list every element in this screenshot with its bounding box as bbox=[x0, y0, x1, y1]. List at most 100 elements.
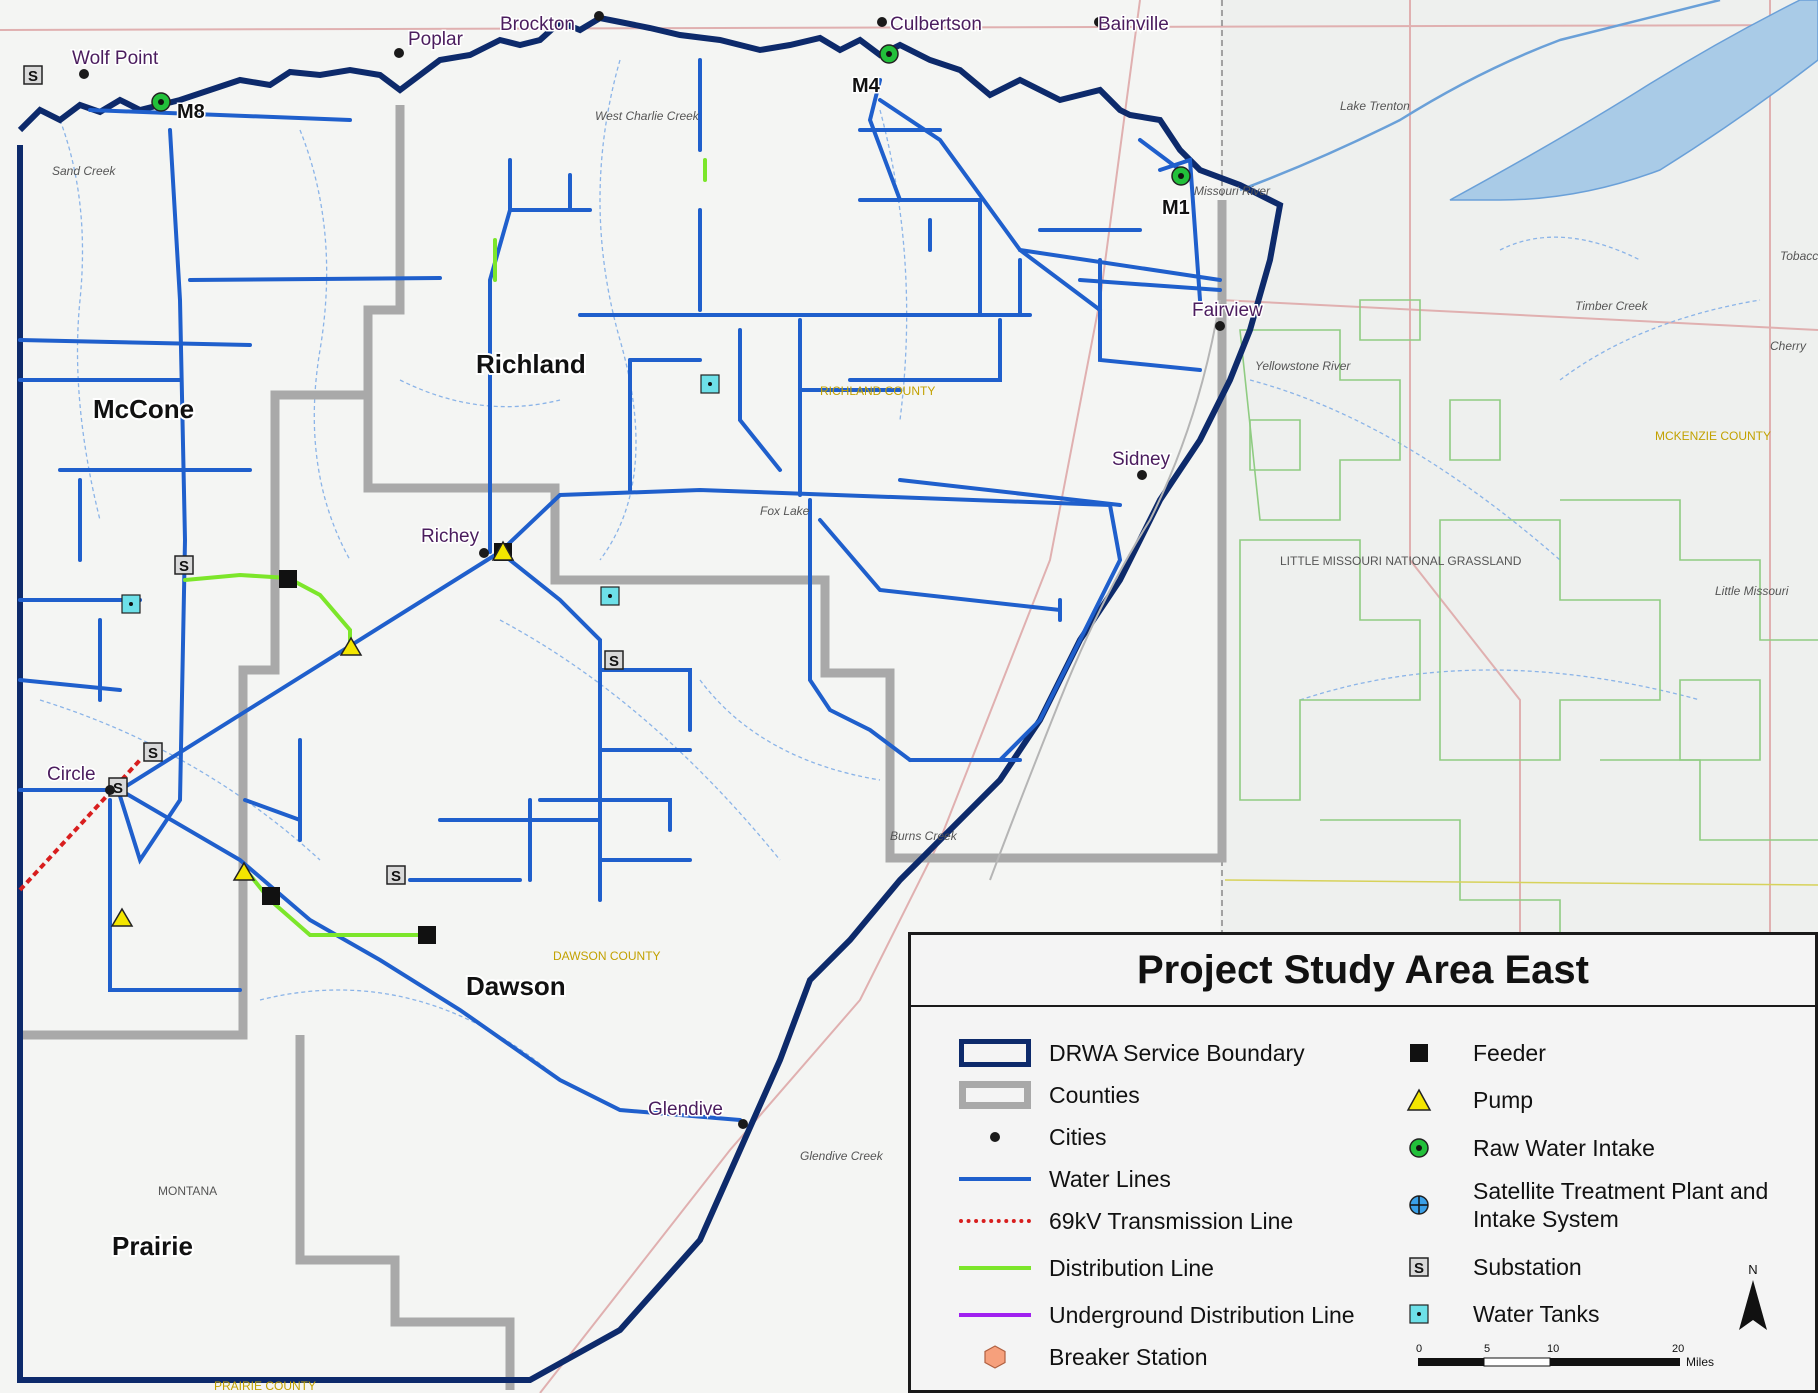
city-bainville: Bainville bbox=[1098, 14, 1169, 35]
intake-circle bbox=[151, 92, 171, 112]
legend-item-counties: Counties bbox=[955, 1075, 1140, 1115]
pump-triangle bbox=[339, 636, 363, 656]
substation-s-icon: S bbox=[1379, 1247, 1459, 1287]
water-tank bbox=[700, 374, 720, 394]
legend-item-pump: Pump bbox=[1379, 1080, 1533, 1120]
city-glendive: Glendive bbox=[648, 1099, 723, 1120]
legend-item-feeder: Feeder bbox=[1379, 1033, 1546, 1073]
svg-text:S: S bbox=[391, 868, 401, 885]
legend-label: Feeder bbox=[1473, 1040, 1546, 1066]
legend-item-boundary: DRWA Service Boundary bbox=[955, 1033, 1305, 1073]
raw-water-intakes bbox=[151, 44, 1191, 186]
county-labels: McCone Richland Dawson Prairie bbox=[91, 347, 588, 1263]
city-dots bbox=[79, 11, 1225, 1129]
fox-lake-label: Fox Lake bbox=[760, 504, 810, 518]
counties-swatch bbox=[955, 1075, 1035, 1115]
legend-label: Water Tanks bbox=[1473, 1301, 1600, 1327]
transmission-line-swatch bbox=[955, 1201, 1035, 1241]
prairie-county-label: PRAIRIE COUNTY bbox=[214, 1379, 316, 1393]
water-tank bbox=[121, 594, 141, 614]
svg-text:S: S bbox=[148, 745, 158, 762]
legend-label: Raw Water Intake bbox=[1473, 1135, 1655, 1161]
north-arrow: N bbox=[1733, 1260, 1773, 1335]
city-dot-icon bbox=[955, 1117, 1035, 1157]
sand-creek-label: Sand Creek bbox=[52, 164, 116, 178]
grassland-label: LITTLE MISSOURI NATIONAL GRASSLAND bbox=[1280, 554, 1522, 568]
boundary-swatch bbox=[955, 1033, 1035, 1073]
county-richland: Richland bbox=[476, 349, 586, 379]
intake-circle bbox=[879, 44, 899, 64]
intake-label-m4: M4 bbox=[852, 75, 881, 97]
legend-item-transmission: 69kV Transmission Line bbox=[955, 1201, 1293, 1241]
richland-county-label: RICHLAND COUNTY bbox=[820, 384, 935, 398]
intake-circle-icon bbox=[1379, 1128, 1459, 1168]
substation-s: S bbox=[174, 555, 194, 575]
pump-triangle bbox=[491, 540, 515, 561]
underground-line-swatch bbox=[955, 1295, 1035, 1335]
county-line-east bbox=[1224, 879, 1818, 886]
legend-item-water-tanks: Water Tanks bbox=[1379, 1294, 1600, 1334]
county-dawson: Dawson bbox=[466, 971, 566, 1001]
water-line-swatch bbox=[955, 1159, 1035, 1199]
mckenzie-county-label: MCKENZIE COUNTY bbox=[1655, 429, 1771, 443]
county-boundaries bbox=[20, 105, 1227, 1390]
legend-label: Satellite Treatment Plant and Intake Sys… bbox=[1473, 1178, 1769, 1232]
city-brockton: Brockton bbox=[500, 14, 575, 35]
little-missouri-label: Little Missouri bbox=[1715, 584, 1789, 598]
distribution-lines bbox=[183, 158, 707, 937]
svg-text:S: S bbox=[609, 653, 619, 670]
tobacco-creek-label: Tobacco bbox=[1780, 249, 1818, 263]
water-lines bbox=[18, 58, 1222, 1122]
pump-triangle bbox=[110, 907, 134, 927]
north-label: N bbox=[1748, 1262, 1757, 1277]
feeder-square bbox=[279, 570, 297, 588]
substations: S S S S S S bbox=[23, 65, 624, 885]
feeder-square bbox=[262, 887, 280, 905]
treatment-plant-icon bbox=[1379, 1185, 1459, 1225]
svg-text:S: S bbox=[179, 558, 189, 575]
substation-s: S bbox=[23, 65, 43, 85]
intake-circle bbox=[1171, 166, 1191, 186]
svg-text:S: S bbox=[113, 780, 123, 797]
west-charlie-creek-label: West Charlie Creek bbox=[595, 109, 700, 123]
pump-triangle-icon bbox=[1379, 1080, 1459, 1120]
feeder-square bbox=[418, 926, 436, 944]
missouri-river-east bbox=[1239, 0, 1721, 192]
intake-label-m1: M1 bbox=[1162, 197, 1190, 219]
feeder-square-icon bbox=[1379, 1033, 1459, 1073]
county-prairie: Prairie bbox=[112, 1231, 193, 1261]
timber-creek-label: Timber Creek bbox=[1575, 299, 1649, 313]
burns-creek-label: Burns Creek bbox=[890, 829, 958, 843]
intake-labels: M8 M4 M1 bbox=[176, 74, 1192, 221]
dawson-county-label: DAWSON COUNTY bbox=[553, 949, 661, 963]
legend-label: Substation bbox=[1473, 1254, 1582, 1280]
streams bbox=[39, 59, 1761, 1081]
legend-label: Breaker Station bbox=[1049, 1344, 1208, 1370]
city-labels: Wolf Point Poplar Brockton Culbertson Ba… bbox=[46, 13, 1265, 1122]
grassland bbox=[1239, 299, 1818, 935]
intake-label-m8: M8 bbox=[177, 101, 205, 123]
svg-text:S: S bbox=[1414, 1260, 1424, 1277]
legend-item-water-lines: Water Lines bbox=[955, 1159, 1171, 1199]
legend-label: Pump bbox=[1473, 1087, 1534, 1113]
water-tanks bbox=[121, 374, 720, 614]
legend-label: Counties bbox=[1049, 1082, 1140, 1108]
city-poplar: Poplar bbox=[408, 29, 464, 50]
substation-s: S bbox=[386, 865, 406, 885]
legend-title: Project Study Area East bbox=[911, 935, 1815, 1007]
city-fairview: Fairview bbox=[1192, 300, 1263, 321]
pump-triangle bbox=[232, 861, 256, 881]
cherry-creek-label: Cherry bbox=[1770, 339, 1807, 353]
distribution-line-swatch bbox=[955, 1248, 1035, 1288]
scale-tick-5: 5 bbox=[1484, 1343, 1490, 1355]
scale-tick-20: 20 bbox=[1672, 1343, 1684, 1355]
city-sidney: Sidney bbox=[1112, 449, 1171, 470]
legend-item-treatment: Satellite Treatment Plant and Intake Sys… bbox=[1379, 1177, 1773, 1233]
legend-label: DRWA Service Boundary bbox=[1049, 1040, 1305, 1066]
scale-tick-0: 0 bbox=[1416, 1343, 1422, 1355]
legend-item-cities: Cities bbox=[955, 1117, 1107, 1157]
breaker-hexagon-icon bbox=[955, 1337, 1035, 1377]
water-tank-icon bbox=[1379, 1294, 1459, 1334]
